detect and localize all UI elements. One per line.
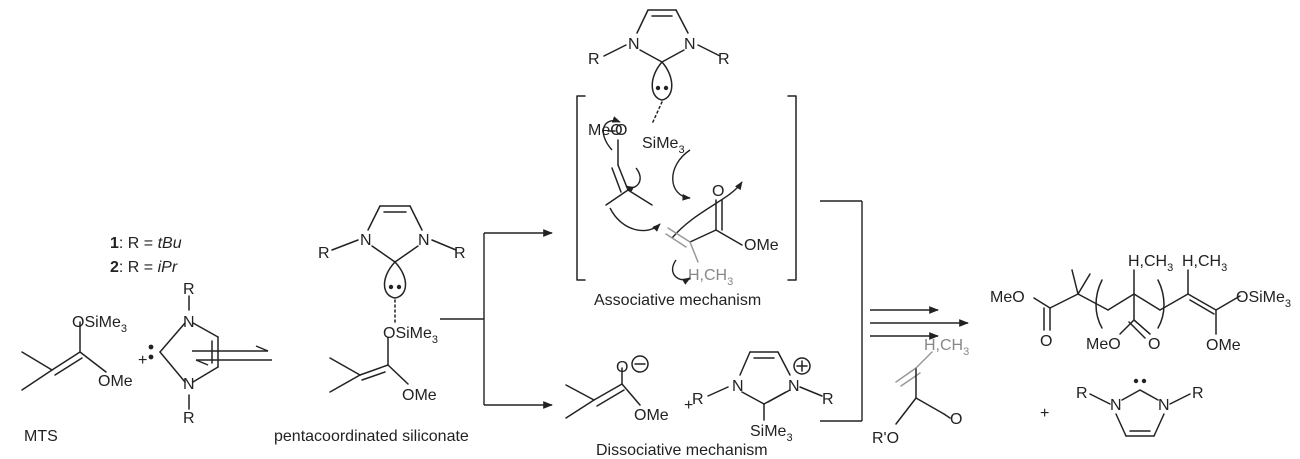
- sil-n1: N: [360, 232, 372, 249]
- nhc-carbene: N N R R: [148, 281, 219, 427]
- mma-monomer: H,CH3 O R'O: [872, 337, 969, 447]
- poly-osime3: OSiMe3: [1236, 289, 1291, 310]
- poly-o1: O: [1040, 333, 1052, 350]
- as-r1: R: [588, 51, 600, 68]
- imid-n2: N: [788, 378, 800, 395]
- equilibrium-arrows: [192, 345, 272, 366]
- as-mma-hch3: H,CH3: [688, 267, 733, 288]
- polymer-product: MeO O H,CH3 O MeO H,CH3 OSiMe3 OMe: [990, 253, 1291, 354]
- sil-ome: OMe: [402, 387, 437, 404]
- mts-label: MTS: [24, 428, 58, 445]
- mts-structure: OSiMe3 OMe MTS: [21, 314, 133, 445]
- as-meo: MeO: [588, 122, 623, 139]
- nhc-r1: R: [183, 281, 195, 298]
- as-o: O: [615, 122, 627, 139]
- mma-hch3: H,CH3: [924, 337, 969, 358]
- poly-o2: O: [1148, 336, 1160, 353]
- plus-sign-3: +: [1040, 405, 1049, 422]
- pentacoordinated-label: pentacoordinated siliconate: [274, 428, 469, 445]
- free-n2: N: [1158, 397, 1170, 414]
- plus-charge-icon: [793, 357, 811, 375]
- lone-pair-dot: [148, 354, 154, 360]
- as-mma-ome: OMe: [744, 237, 779, 254]
- enolate-ome: OMe: [634, 407, 669, 424]
- poly-meo: MeO: [990, 289, 1025, 306]
- plus-sign-1: +: [138, 352, 147, 369]
- dissociative-products: O OMe + N N R R SiMe3 Dissociative mecha…: [565, 351, 834, 459]
- lone-pair-dot: [148, 344, 154, 350]
- branch-arrows: [440, 229, 553, 409]
- merge-connectors: [820, 200, 863, 422]
- legend-2: 2: R = iPr: [110, 259, 178, 276]
- as-mma-o: O: [712, 183, 724, 200]
- sil-r1: R: [318, 245, 330, 262]
- nhc-r2: R: [183, 410, 195, 427]
- free-n1: N: [1110, 397, 1122, 414]
- mma-rprime-o: R'O: [872, 430, 899, 447]
- poly-meo2: MeO: [1086, 336, 1121, 353]
- minus-charge-icon: [631, 355, 649, 373]
- associative-transition-state: N N R R MeO O SiMe3 O OMe H,CH3: [576, 9, 797, 309]
- sil-r2: R: [454, 245, 466, 262]
- free-nhc: R N N R: [1076, 378, 1204, 437]
- as-r2: R: [718, 51, 730, 68]
- associative-label: Associative mechanism: [594, 292, 761, 309]
- imid-n1: N: [732, 378, 744, 395]
- multi-step-arrows: [870, 306, 969, 340]
- imid-r2: R: [822, 391, 834, 408]
- nhc-n1: N: [183, 314, 195, 331]
- poly-hch3-1: H,CH3: [1128, 253, 1173, 274]
- mts-ome: OMe: [98, 373, 133, 390]
- dissociative-label: Dissociative mechanism: [596, 442, 768, 459]
- poly-ome: OMe: [1206, 337, 1241, 354]
- imid-r1: R: [692, 391, 704, 408]
- enolate-o: O: [616, 359, 628, 376]
- imid-sime3: SiMe3: [750, 423, 793, 444]
- free-r1: R: [1076, 385, 1088, 402]
- as-sime3: SiMe3: [642, 135, 685, 156]
- pentacoordinated-siliconate: N N R R OSiMe3 OMe pentacoordinated sili…: [274, 205, 469, 445]
- legend-1: 1: R = tBu: [110, 235, 182, 252]
- mts-osime3: OSiMe3: [72, 314, 127, 335]
- free-r2: R: [1192, 385, 1204, 402]
- sil-osime3: OSiMe3: [383, 325, 438, 346]
- poly-hch3-2: H,CH3: [1182, 253, 1227, 274]
- as-n1: N: [628, 36, 640, 53]
- mma-o: O: [950, 411, 962, 428]
- sil-n2: N: [418, 232, 430, 249]
- plus-sign-2: +: [684, 397, 693, 414]
- nhc-n2: N: [183, 376, 195, 393]
- as-n2: N: [684, 36, 696, 53]
